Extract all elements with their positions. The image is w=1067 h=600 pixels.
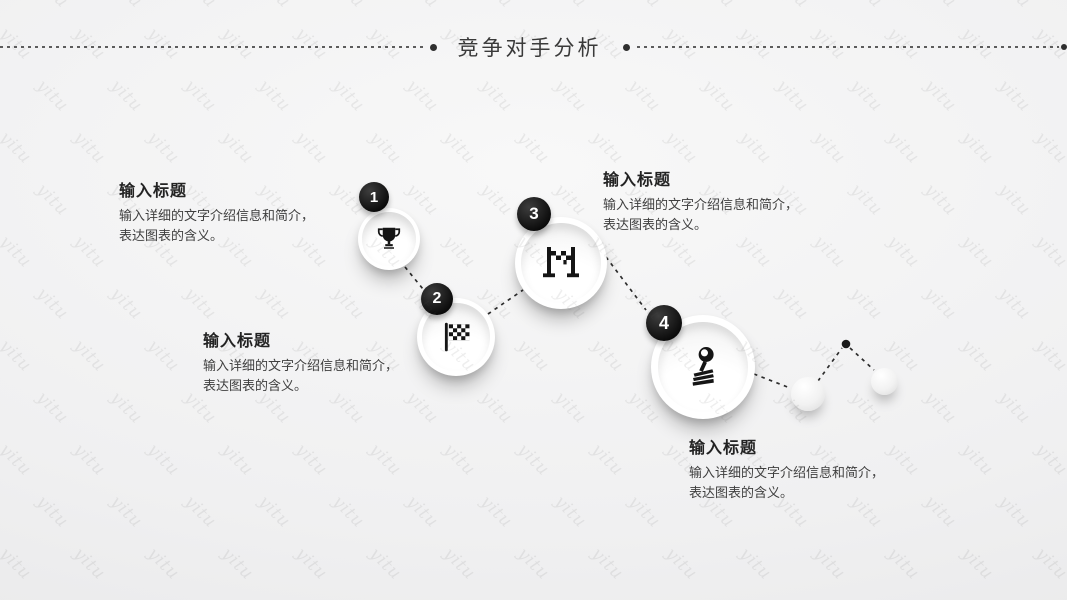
step-desc-1-line2: 表达图表的含义。 [119,228,224,243]
step-text-2: 输入标题 输入详细的文字介绍信息和简介， 表达图表的含义。 [203,327,398,396]
step-desc-2-line1: 输入详细的文字介绍信息和简介， [203,358,399,373]
step-badge-2: 2 [421,283,453,315]
connector-sphere-dot [817,347,843,382]
title-dot-end [1061,44,1067,50]
step-title-4: 输入标题 [689,440,758,457]
joystick-icon [692,347,714,386]
title-bar: 竞争对手分析 [0,35,1067,60]
step-circle-1-inner [362,212,416,266]
title-dot-right [622,43,630,51]
step-title-2: 输入标题 [203,333,272,350]
title-dashed-line-left [0,46,423,48]
step-circle-1 [358,208,420,270]
connector-3-4 [605,256,647,311]
step-badge-3: 3 [517,197,551,231]
connector-4-sphere [753,373,791,389]
step-badge-4: 4 [646,305,682,341]
step-badge-1: 1 [359,182,389,212]
step-circle-3 [515,217,607,309]
step-desc-2-line2: 表达图表的含义。 [203,378,308,393]
step-circle-3-inner [521,223,601,303]
connector-end-dot [841,339,851,349]
finish-gate-icon [543,247,579,278]
title-dot-left [429,43,437,51]
slide-title: 竞争对手分析 [457,37,602,60]
connector-2-3 [487,289,524,315]
decor-sphere-small [871,368,898,395]
step-desc-4-line1: 输入详细的文字介绍信息和简介， [689,465,885,480]
step-title-3: 输入标题 [603,172,672,189]
step-text-1: 输入标题 输入详细的文字介绍信息和简介， 表达图表的含义。 [119,177,314,246]
step-desc-4-line2: 表达图表的含义。 [689,485,794,500]
checkered-flag-icon [444,322,470,352]
step-text-4: 输入标题 输入详细的文字介绍信息和简介， 表达图表的含义。 [689,434,884,503]
step-desc-1-line1: 输入详细的文字介绍信息和简介， [119,208,315,223]
decor-sphere-large [791,377,825,411]
connector-dot-sphere [849,347,875,371]
trophy-icon [377,227,401,249]
title-dashed-line-right [636,46,1059,48]
step-desc-3-line1: 输入详细的文字介绍信息和简介， [603,197,799,212]
step-title-1: 输入标题 [119,183,188,200]
step-text-3: 输入标题 输入详细的文字介绍信息和简介， 表达图表的含义。 [603,166,798,235]
step-desc-3-line2: 表达图表的含义。 [603,217,708,232]
